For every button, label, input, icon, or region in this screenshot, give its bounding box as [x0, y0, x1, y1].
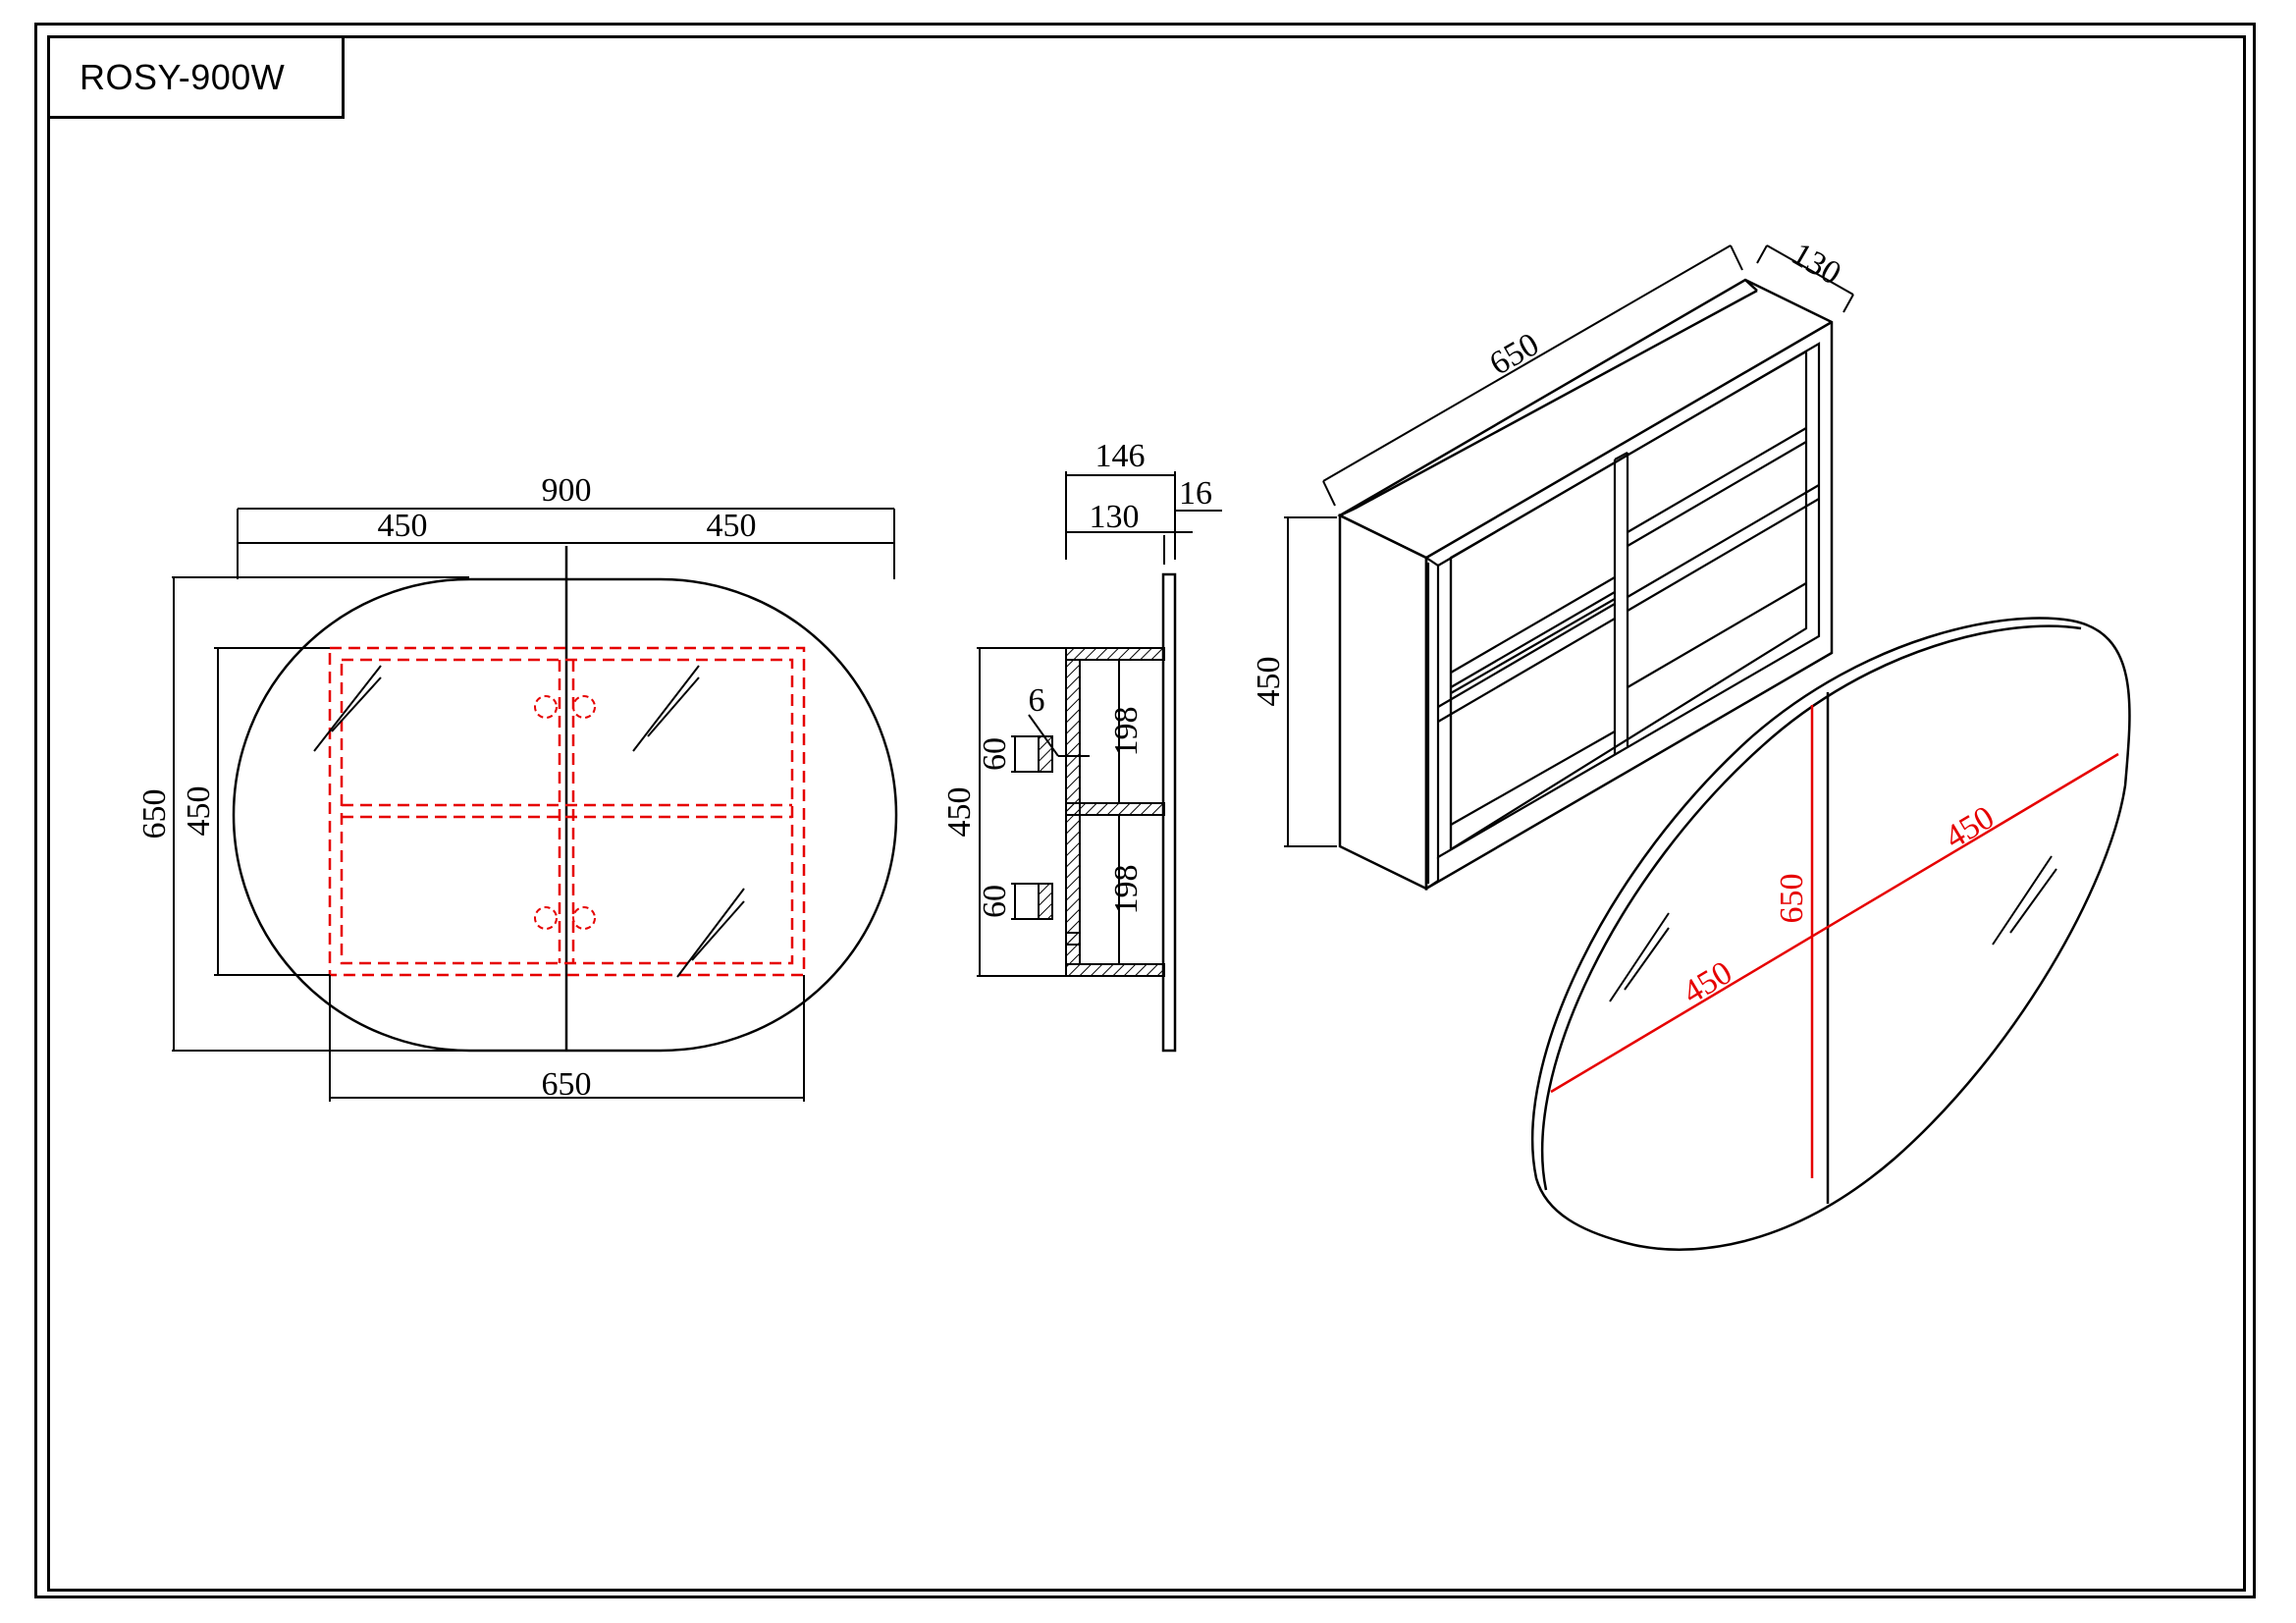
dim-450-cabinet-height: 450: [181, 786, 217, 837]
bracket-lower: [1038, 883, 1053, 920]
dim-650-cabinet-width: 650: [542, 1066, 592, 1103]
title-block: ROSY-900W: [47, 35, 345, 119]
dim-650-iso: 650: [1483, 326, 1545, 383]
cabinet-outline: [1337, 278, 1834, 892]
dim-6: 6: [1029, 682, 1045, 719]
hinge-marks: [534, 695, 596, 930]
dim-146: 146: [1095, 438, 1146, 474]
iso-cabinet: 650 130 450: [1251, 236, 1854, 892]
dim-450-right: 450: [707, 508, 757, 544]
iso-mirror: 450 450 650: [1531, 617, 2131, 1251]
dim-60-lower: 60: [977, 885, 1013, 918]
side-dimensions: [977, 471, 1222, 977]
hidden-cabinet: [328, 646, 806, 977]
dim-198-upper: 198: [1108, 707, 1145, 757]
dim-450-side: 450: [941, 787, 978, 838]
mirror-iso-edge: [1541, 624, 2082, 1191]
model-number: ROSY-900W: [80, 56, 286, 97]
cabinet-interior: [1425, 342, 1821, 890]
mirror-iso-outline: [1531, 617, 2131, 1251]
iso-glass-marks: [1609, 855, 2057, 1002]
dim-650-iso-mirror: 650: [1774, 874, 1810, 924]
front-view: 900 450 450 650 450 650: [136, 472, 898, 1103]
dim-450-left: 450: [378, 508, 428, 544]
outer-border: [34, 23, 2256, 1598]
dim-130-depth: 130: [1090, 499, 1140, 535]
inner-border: [47, 35, 2246, 1592]
cabinet-side-panel: [1338, 513, 1428, 892]
mirror-outline: [232, 577, 898, 1053]
iso-mirror-dimensions: [1550, 705, 2119, 1178]
dim-60-upper: 60: [977, 737, 1013, 771]
dim-650-height: 650: [136, 789, 173, 839]
dim-450-iso-right: 450: [1939, 799, 2001, 856]
dim-450-iso: 450: [1251, 657, 1287, 707]
cabinet-body: [1038, 647, 1165, 977]
dim-130-iso: 130: [1786, 236, 1847, 293]
iso-cabinet-dimensions: [1284, 244, 1854, 847]
dim-900: 900: [542, 472, 592, 509]
side-section: 146 130 16 6 450 60 60 198 198: [941, 438, 1222, 1053]
front-dimensions: [172, 508, 895, 1102]
dim-16: 16: [1179, 475, 1212, 512]
dim-198-lower: 198: [1108, 865, 1145, 915]
dim-450-iso-left: 450: [1677, 954, 1738, 1011]
glass-reflection-marks: [313, 665, 745, 978]
bracket-upper: [1038, 735, 1053, 773]
